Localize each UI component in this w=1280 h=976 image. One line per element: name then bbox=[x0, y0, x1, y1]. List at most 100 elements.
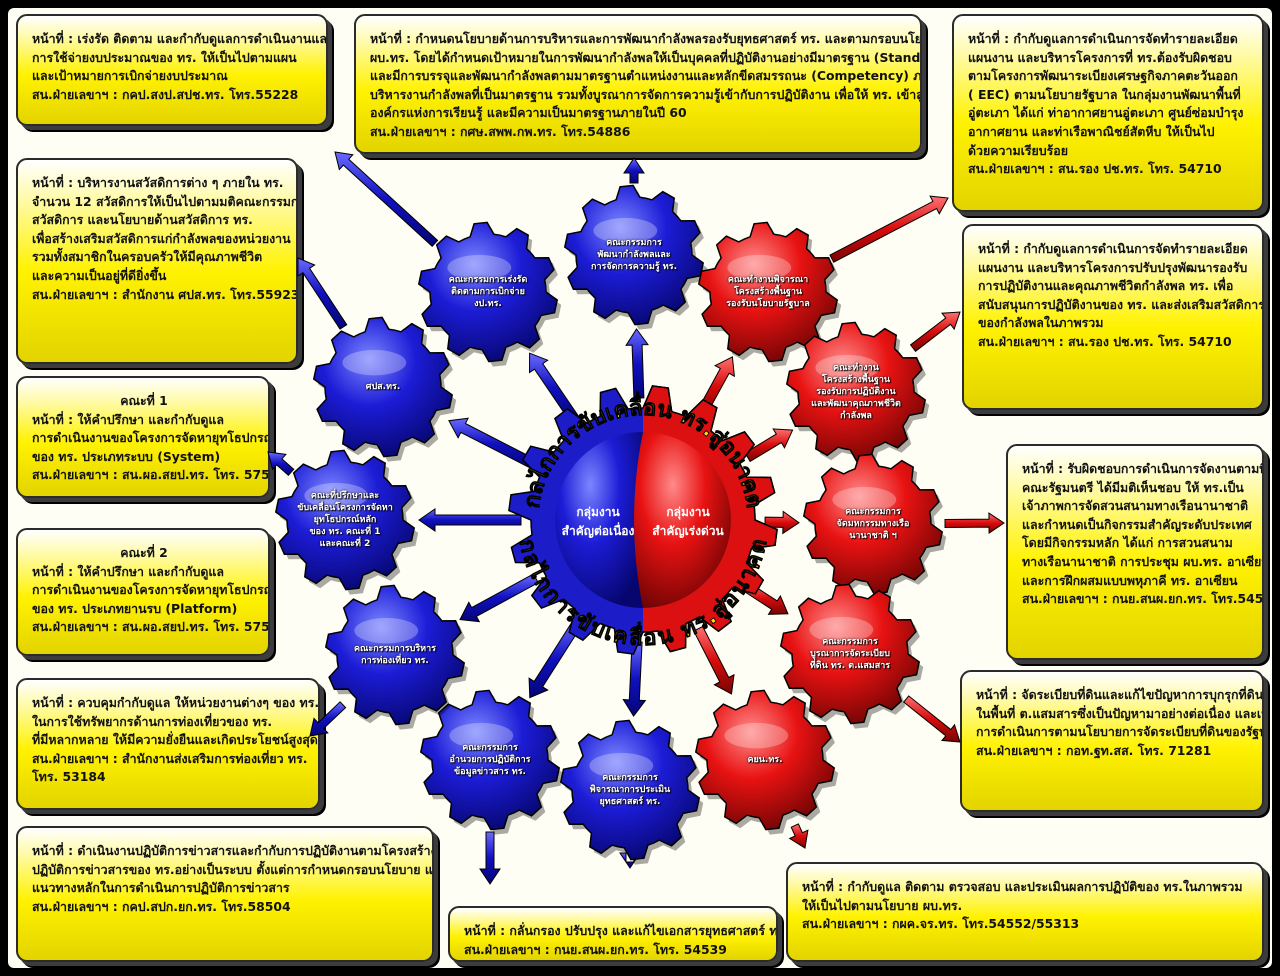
duty-box-b11: หน้าที่ : ดำเนินงานปฏิบัติการข่าวสารและก… bbox=[16, 826, 434, 962]
gear-label-line: โครงสร้างพื้นฐาน bbox=[821, 375, 891, 385]
duty-line: ด้วยความเรียบร้อย bbox=[968, 142, 1069, 158]
duty-box-b6: คณะที่ 1 หน้าที่ : ให้คำปรึกษา และกำกับดู… bbox=[16, 376, 270, 498]
gears-group bbox=[274, 184, 947, 865]
gear-label-g4: คณะทำงานโครงสร้างพื้นฐานรองรับการปฏิบัติ… bbox=[811, 362, 901, 422]
gear-g9 bbox=[419, 689, 561, 831]
duty-line: และเป้าหมายการเบิกจ่ายงบประมาณ bbox=[32, 68, 228, 84]
gear-highlight-g2 bbox=[593, 217, 658, 244]
gear-label-line: คณะกรรมการ bbox=[606, 238, 662, 248]
gear-label-line: พัฒนากำลังพลและ bbox=[597, 250, 671, 260]
gear-label-line: ยุทโธปกรณ์หลัก bbox=[313, 515, 377, 525]
arrow-hub-to-g2 bbox=[625, 328, 649, 399]
gear-label-line: ศปส.ทร. bbox=[365, 382, 401, 392]
duty-line: หน้าที่ : กำกับดูแล ติดตาม ตรวจสอบ และปร… bbox=[802, 879, 1243, 894]
duty-line: สน.ฝ่ายเลขาฯ : กคป.สงป.สปช.ทร. โทร.55228 bbox=[32, 86, 299, 102]
gear-label-g8: คณะกรรมการพิจารณาการประเมินยุทธศาสตร์ ทร… bbox=[590, 772, 670, 808]
hub-right-half bbox=[634, 432, 731, 608]
arrow-g7-to-box bbox=[788, 823, 809, 849]
arrow-g3-to-box bbox=[829, 195, 949, 263]
gear-g2 bbox=[563, 184, 705, 326]
duty-line: และความเป็นอยู่ที่ดียิ่งขึ้น bbox=[32, 267, 167, 283]
arrow-hub-to-g10 bbox=[459, 573, 539, 623]
duty-line: ( EEC) ตามนโยบายรัฐบาล ในกลุ่มงานพัฒนาพื… bbox=[968, 86, 1241, 102]
gear-label-line: คณะทำงานพิจารณา bbox=[727, 275, 809, 285]
duty-box-b1: หน้าที่ : เร่งรัด ติดตาม และกำกับดูแลการ… bbox=[16, 14, 328, 126]
duty-line: ในการใช้ทรัพยากรด้านการท่องเที่ยวของ ทร. bbox=[32, 713, 273, 729]
arrow-g5-to-box bbox=[944, 512, 1005, 535]
gear-label-line: จัดมหกรรมทางเรือ bbox=[836, 519, 910, 529]
gear-label-g11: คณะที่ปรึกษาและขับเคลื่อนโครงการจัดหายุท… bbox=[297, 490, 393, 550]
duty-line: สน.ฝ่ายเลขาฯ : กผค.จร.ทร. โทร.54552/5531… bbox=[802, 916, 1080, 932]
gear-label-line: นานาชาติ ฯ bbox=[849, 531, 897, 541]
arrow-g4-to-box bbox=[909, 311, 961, 353]
duty-line: สน.ฝ่ายเลขาฯ : สน.ผอ.สยป.ทร. โทร. 57501 bbox=[32, 467, 270, 483]
duty-line: ที่มีหลากหลาย ให้มีความยั่งยืนและเกิดประ… bbox=[32, 732, 318, 748]
duty-line: สน.ฝ่ายเลขาฯ : กศษ.สพพ.กพ.ทร. โทร.54886 bbox=[370, 123, 631, 139]
gear-label-line: คณะกรรมการเร่งรัด bbox=[448, 275, 528, 285]
duty-line: สน.ฝ่ายเลขาฯ : สน.รอง ปช.ทร. โทร. 54710 bbox=[978, 333, 1232, 349]
arrow-g11-to-box bbox=[267, 451, 295, 477]
duty-line: จำนวน 12 สวัสดิการให้เป็นไปตามมติคณะกรรม… bbox=[32, 193, 298, 209]
gear-label-line: คณะที่ปรึกษาและ bbox=[310, 491, 380, 501]
duty-line: หน้าที่ : จัดระเบียบที่ดินและแก้ไขปัญหาก… bbox=[976, 687, 1264, 702]
duty-line: การดำเนินงานของโครงการจัดหายุทโธปกรณ์หลั… bbox=[32, 582, 268, 598]
duty-line: สนับสนุนการปฏิบัติงานของ ทร. และส่งเสริม… bbox=[978, 296, 1264, 312]
central-hub: กลไกการขับเคลื่อน ทร.สู่อนาคต กลไกการขับ… bbox=[508, 385, 778, 655]
gear-label-line: ข้อมูลข่าวสาร ทร. bbox=[454, 767, 526, 777]
arrow-g10-to-box bbox=[309, 701, 347, 737]
gear-label-line: ของ ทร. คณะที่ 1 bbox=[309, 527, 381, 537]
duty-line: หน้าที่ : บริหารงานสวัสดิการต่าง ๆ ภายใน… bbox=[32, 175, 284, 190]
gear-g7 bbox=[694, 689, 836, 831]
arrow-hub-to-g5 bbox=[764, 510, 800, 535]
duty-line: สน.ฝ่ายเลขาฯ : สำนักงานส่งเสริมการท่องเท… bbox=[32, 750, 308, 766]
gear-highlight-g10 bbox=[354, 617, 419, 644]
duty-line: ในพื้นที่ ต.แสมสารซึ่งเป็นปัญหามาอย่างต่… bbox=[976, 705, 1264, 721]
duty-line: สน.ฝ่ายเลขาฯ : กอท.ฐท.สส. โทร. 71281 bbox=[976, 742, 1212, 758]
duty-line: ผบ.ทร. โดยได้กำหนดเป้าหมายในการพัฒนากำลั… bbox=[370, 49, 921, 65]
gear-label-line: โครงสร้างพื้นฐาน bbox=[733, 287, 803, 297]
gear-label-line: การจัดการความรู้ ทร. bbox=[590, 262, 678, 272]
gear-g4 bbox=[785, 321, 927, 463]
gear-highlight-g11 bbox=[304, 482, 369, 509]
arrow-g1-to-box bbox=[334, 151, 439, 248]
gear-label-line: ขับเคลื่อนโครงการจัดหา bbox=[297, 503, 393, 513]
duty-line: คณะที่ 2 bbox=[120, 545, 168, 560]
duty-line: การดำเนินงานของโครงการจัดหายุทโธปกรณ์หลั… bbox=[32, 430, 268, 446]
duty-box-b8: คณะที่ 2 หน้าที่ : ให้คำปรึกษา และกำกับดู… bbox=[16, 528, 270, 656]
duty-line: แนวทางหลักในการดำเนินการปฏิบัติการข่าวสา… bbox=[32, 880, 290, 896]
duty-box-b5: หน้าที่ : กำกับดูแลการดำเนินการจัดทำรายล… bbox=[962, 224, 1264, 410]
gear-label-line: กำลังพล bbox=[840, 411, 872, 421]
duty-line: สน.ฝ่ายเลขาฯ : กคป.สปก.ยก.ทร. โทร.58504 bbox=[32, 898, 291, 914]
duty-line: อากาศยาน และท่าเรือพาณิชย์สัตหีบ ให้เป็น… bbox=[968, 123, 1215, 139]
arrow-g2-to-box bbox=[623, 157, 645, 184]
hub-right-line2: สำคัญเร่งด่วน bbox=[652, 524, 724, 538]
gear-highlight-g5 bbox=[832, 486, 897, 513]
duty-line: การปฏิบัติงานและคุณภาพชีวิตกำลังพล ทร. เ… bbox=[978, 278, 1234, 294]
gear-highlight-g8 bbox=[589, 752, 654, 779]
gear-label-g7: คยน.ทร. bbox=[747, 754, 782, 766]
duty-line: ตามโครงการพัฒนาระเบียงเศรษฐกิจภาคตะวันออ… bbox=[968, 68, 1238, 84]
duty-line: ของกำลังพลในภาพรวม bbox=[978, 315, 1104, 331]
duty-box-b12: หน้าที่ : กลั่นกรอง ปรับปรุง และแก้ไขเอก… bbox=[448, 906, 778, 962]
arrow-hub-to-g11 bbox=[418, 508, 522, 532]
gear-label-line: ติดตามการเบิกจ่าย bbox=[451, 287, 525, 297]
duty-line: คณะที่ 1 bbox=[120, 393, 168, 408]
duty-line: หน้าที่ : ควบคุมกำกับดูแล ให้หน่วยงานต่า… bbox=[32, 695, 320, 710]
gear-highlight-g9 bbox=[449, 722, 514, 749]
duty-line: หน้าที่ : กำกับดูแลการดำเนินการจัดทำรายล… bbox=[978, 241, 1248, 256]
gear-label-line: คณะกรรมการ bbox=[462, 743, 518, 753]
duty-line: รวมทั้งสมาชิกในครอบครัวให้มีคุณภาพชีวิต bbox=[32, 249, 263, 265]
duty-line: หน้าที่ : ให้คำปรึกษา และกำกับดูแล bbox=[32, 563, 224, 579]
gear-highlight-g6 bbox=[809, 616, 874, 643]
duty-line: ทางเรือนานาชาติ การประชุม ผบ.ทร. อาเซียน bbox=[1022, 553, 1264, 569]
gear-label-g1: คณะกรรมการเร่งรัดติดตามการเบิกจ่ายงป.ทร. bbox=[449, 274, 528, 310]
duty-line: โทร. 53184 bbox=[32, 769, 106, 785]
duty-line: สน.ฝ่ายเลขาฯ : สำนักงาน ศปส.ทร. โทร.5592… bbox=[32, 286, 298, 302]
duty-line: หน้าที่ : เร่งรัด ติดตาม และกำกับดูแลการ… bbox=[32, 31, 328, 46]
duty-line: สน.ฝ่ายเลขาฯ : สน.รอง ปช.ทร. โทร. 54710 bbox=[968, 161, 1222, 177]
duty-box-b13: หน้าที่ : กำกับดูแล ติดตาม ตรวจสอบ และปร… bbox=[786, 862, 1264, 962]
duty-line: หน้าที่ : ให้คำปรึกษา และกำกับดูแล bbox=[32, 411, 224, 427]
duty-line: องค์กรแห่งการเรียนรู้ และมีความเป็นมาตรฐ… bbox=[370, 105, 687, 121]
duty-line: สน.ฝ่ายเลขาฯ : สน.ผอ.สยป.ทร. โทร. 57501 bbox=[32, 619, 270, 635]
hub-right-line1: กลุ่มงาน bbox=[666, 505, 710, 520]
